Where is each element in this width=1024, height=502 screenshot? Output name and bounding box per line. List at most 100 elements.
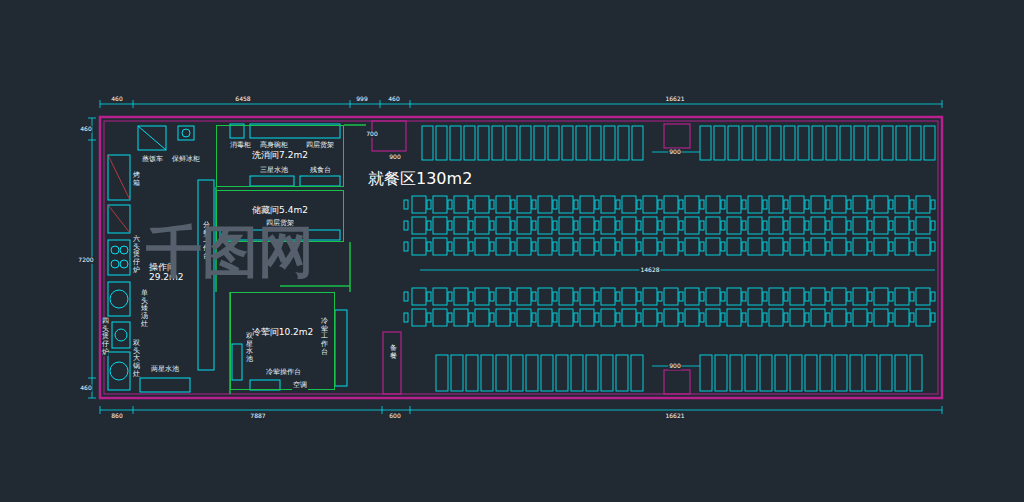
chair (868, 242, 872, 251)
dimension-text: 460 (387, 96, 400, 103)
dimension-text: 900 (668, 149, 681, 156)
table (790, 238, 804, 255)
chair (784, 242, 788, 251)
chair (868, 313, 872, 322)
table (433, 196, 447, 213)
table (916, 309, 930, 326)
booth-seat (882, 126, 893, 160)
chair (868, 292, 872, 301)
chair (511, 200, 515, 209)
chair (658, 221, 662, 230)
booth-seat (451, 355, 463, 391)
table (454, 288, 468, 305)
room-label: 储藏间5.4m2 (252, 205, 308, 215)
chair (448, 313, 452, 322)
table (580, 238, 594, 255)
booth-seat (526, 355, 538, 391)
table (433, 288, 447, 305)
dimension-text: 7887 (249, 413, 266, 420)
table (685, 217, 699, 234)
booth-seat (601, 355, 613, 391)
table (559, 217, 573, 234)
chair (637, 242, 641, 251)
chair (616, 242, 620, 251)
table (580, 288, 594, 305)
chair (763, 221, 767, 230)
chair (805, 292, 809, 301)
chair (532, 200, 536, 209)
equipment-label: 冷荤工作台 (321, 318, 328, 356)
chair (490, 292, 494, 301)
table (811, 309, 825, 326)
chair (553, 313, 557, 322)
chair (595, 242, 599, 251)
dimension-text: 7200 (77, 257, 94, 264)
chair (490, 313, 494, 322)
chair (595, 313, 599, 322)
table (769, 238, 783, 255)
chair (574, 292, 578, 301)
chair (404, 242, 408, 251)
chair (658, 242, 662, 251)
table (412, 288, 426, 305)
table (727, 288, 741, 305)
table (685, 288, 699, 305)
booth-seat (466, 355, 478, 391)
booth-seat (850, 355, 862, 391)
chair (404, 292, 408, 301)
equipment-label: 两星水池 (150, 366, 180, 374)
dimension-text: 900 (668, 363, 681, 370)
booth-seat (631, 355, 643, 391)
table (517, 217, 531, 234)
booth-seat (496, 355, 508, 391)
dimension-text: 460 (110, 96, 123, 103)
booth-seat (784, 126, 795, 160)
equipment-label: 三星水池 (259, 167, 289, 175)
table (916, 196, 930, 213)
table (706, 238, 720, 255)
table (412, 238, 426, 255)
booth-seat (511, 355, 523, 391)
chair (469, 200, 473, 209)
chair (574, 242, 578, 251)
booth-seat (436, 355, 448, 391)
table (622, 196, 636, 213)
table (538, 288, 552, 305)
booth-seat (548, 126, 559, 160)
table (538, 238, 552, 255)
table (790, 196, 804, 213)
table (559, 309, 573, 326)
chair (742, 313, 746, 322)
table (853, 288, 867, 305)
table (727, 196, 741, 213)
table (601, 196, 615, 213)
booth-seat (590, 126, 601, 160)
table (916, 217, 930, 234)
table (832, 288, 846, 305)
table (454, 309, 468, 326)
equipment-label: 六头煲仔炉 (133, 236, 140, 274)
table (685, 309, 699, 326)
booth-seat (618, 126, 629, 160)
table (601, 238, 615, 255)
booth-seat (700, 126, 711, 160)
table (874, 217, 888, 234)
table (874, 196, 888, 213)
chair (910, 221, 914, 230)
chair (448, 200, 452, 209)
booth-seat (450, 126, 461, 160)
table (559, 238, 573, 255)
table (622, 217, 636, 234)
table (601, 288, 615, 305)
table (811, 217, 825, 234)
chair (490, 221, 494, 230)
table (601, 309, 615, 326)
chair (847, 200, 851, 209)
booth-seat (632, 126, 643, 160)
chair (910, 200, 914, 209)
equipment-label: 冷荤操作台 (265, 369, 302, 377)
chair (574, 200, 578, 209)
table (874, 288, 888, 305)
chair (532, 221, 536, 230)
dimension-text: 14628 (639, 267, 660, 274)
